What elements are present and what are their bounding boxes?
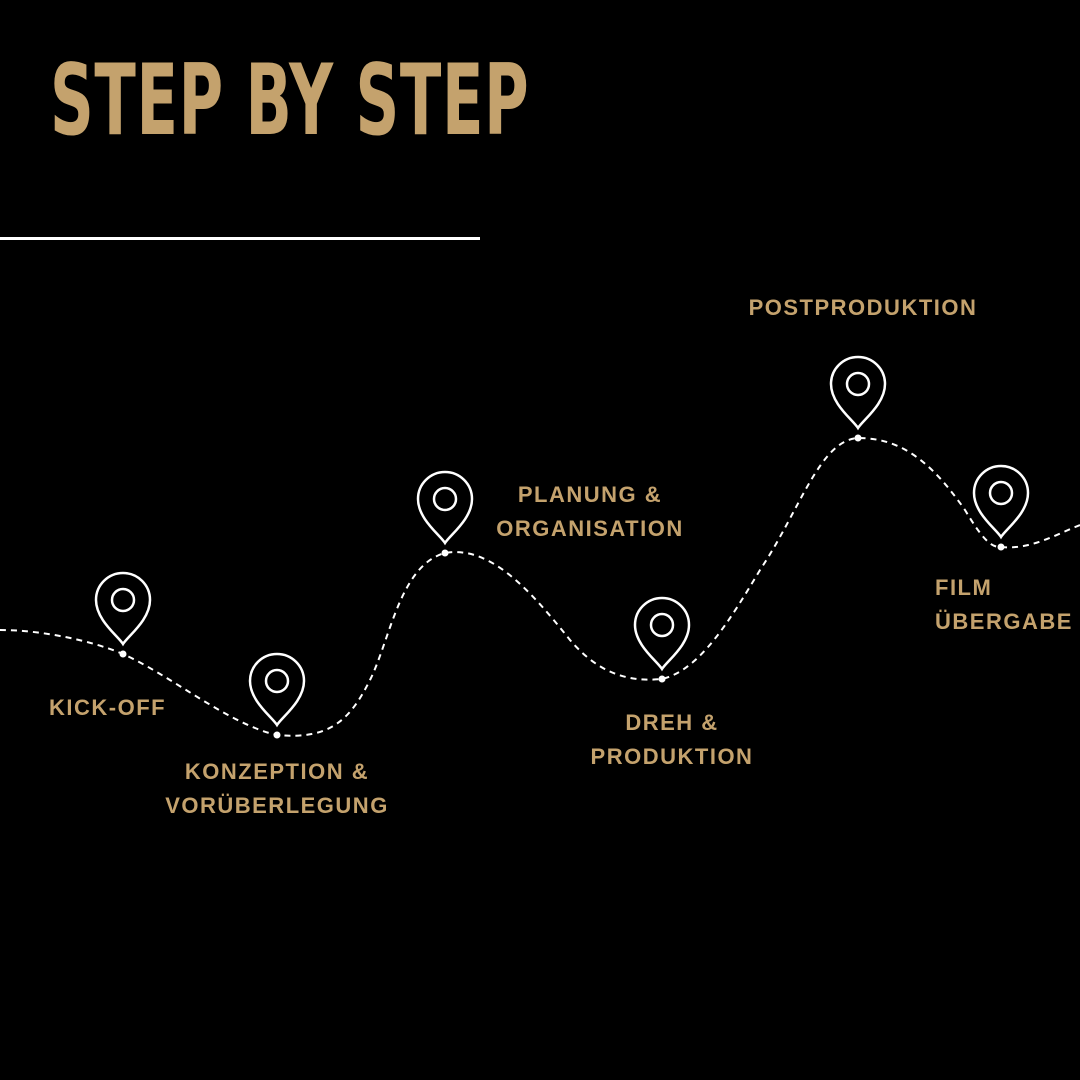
step-marker-film-uebergabe	[972, 464, 1030, 551]
step-marker-kick-off	[94, 571, 152, 658]
route-dot	[441, 549, 449, 557]
location-pin-icon	[633, 596, 691, 672]
step-label-planung: PLANUNG & ORGANISATION	[496, 478, 683, 546]
pin-inner-ring	[110, 587, 136, 613]
route-dot	[658, 675, 666, 683]
pin-inner-ring	[264, 668, 290, 694]
location-pin-icon	[416, 470, 474, 546]
step-marker-postproduktion	[829, 355, 887, 442]
step-label-film-uebergabe: FILM ÜBERGABE	[935, 571, 1073, 639]
pin-inner-ring	[432, 486, 458, 512]
step-marker-planung	[416, 470, 474, 557]
route-dot	[997, 543, 1005, 551]
step-label-line: VORÜBERLEGUNG	[165, 793, 389, 818]
step-label-line: ÜBERGABE	[935, 609, 1073, 634]
step-label-line: DREH &	[625, 710, 719, 735]
step-label-line: KONZEPTION &	[184, 759, 370, 784]
step-label-kick-off: KICK-OFF	[49, 691, 166, 725]
step-label-postproduktion: POSTPRODUKTION	[749, 291, 978, 325]
page-title: STEP BY STEP	[50, 44, 530, 158]
route-dot	[273, 731, 281, 739]
step-label-line: ORGANISATION	[496, 516, 684, 541]
dashed-route-line	[0, 436, 1080, 737]
step-label-dreh: DREH & PRODUKTION	[591, 706, 754, 774]
location-pin-icon	[94, 571, 152, 647]
step-label-konzeption: KONZEPTION & VORÜBERLEGUNG	[165, 755, 389, 823]
location-pin-icon	[248, 652, 306, 728]
location-pin-icon	[972, 464, 1030, 540]
route-dot	[119, 650, 127, 658]
step-label-line: KICK-OFF	[49, 695, 167, 720]
title-divider	[0, 237, 480, 240]
step-label-line: PRODUKTION	[590, 744, 754, 769]
step-marker-dreh	[633, 596, 691, 683]
pin-inner-ring	[988, 480, 1014, 506]
pin-inner-ring	[649, 612, 675, 638]
step-label-line: POSTPRODUKTION	[748, 295, 978, 320]
step-marker-konzeption	[248, 652, 306, 739]
pin-inner-ring	[845, 371, 871, 397]
step-label-line: FILM	[935, 575, 993, 600]
route-dot	[854, 434, 862, 442]
step-label-line: PLANUNG &	[517, 482, 663, 507]
location-pin-icon	[829, 355, 887, 431]
